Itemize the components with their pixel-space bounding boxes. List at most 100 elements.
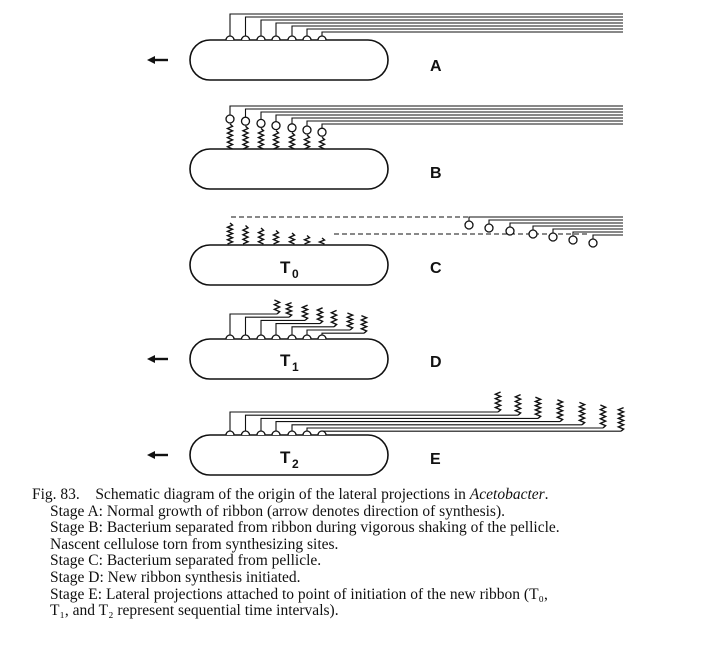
bacterium-cell-b <box>189 148 389 190</box>
new-fibril <box>260 417 538 431</box>
new-fibril <box>244 414 518 431</box>
bacterium-cell-d <box>189 338 389 380</box>
synthesizing-site <box>287 35 297 41</box>
cellulose-fibril <box>291 25 623 36</box>
cellulose-fibril <box>229 105 623 115</box>
cellulose-fibril <box>275 114 623 122</box>
cellulose-fibril <box>244 16 623 36</box>
zigzag-projection <box>317 136 327 150</box>
torn-projection <box>241 224 250 245</box>
caption-line: Stage C: Bacterium separated from pellic… <box>50 552 322 570</box>
zigzag-projection <box>533 396 543 419</box>
detached-site <box>568 235 578 245</box>
detached-fibril <box>552 228 623 233</box>
synthesizing-site <box>256 334 266 340</box>
new-fibril <box>306 427 603 431</box>
caption-line: Nascent cellulose torn from synthesizing… <box>50 535 339 553</box>
zigzag-projection <box>513 393 523 416</box>
bacterium-cell-a <box>189 39 389 81</box>
synthesizing-site <box>317 127 327 137</box>
synthesizing-site <box>225 430 235 436</box>
new-fibril <box>275 421 560 431</box>
figure-caption: Fig. 83. Schematic diagram of the origin… <box>32 486 712 620</box>
synthesizing-site <box>287 123 297 133</box>
detached-fibril <box>592 234 623 239</box>
zigzag-projection <box>256 127 266 150</box>
detached-site <box>484 223 494 233</box>
synthesizing-site <box>225 334 235 340</box>
torn-projection <box>302 234 312 245</box>
new-fibril <box>275 323 320 335</box>
detached-fibril <box>572 231 623 236</box>
arrow-head-icon <box>147 451 155 459</box>
synthesizing-site <box>302 334 312 340</box>
zigzag-projection <box>577 401 587 426</box>
caption-title: Fig. 83. Schematic diagram of the origin… <box>32 486 712 504</box>
arrow-head-icon <box>147 56 155 64</box>
cellulose-fibril <box>260 111 623 120</box>
zigzag-projection <box>315 307 325 325</box>
cellulose-fibril <box>321 123 623 129</box>
zigzag-projection <box>272 299 282 315</box>
zigzag-projection <box>284 301 294 318</box>
detached-fibril <box>488 219 623 224</box>
new-fibril <box>229 411 498 431</box>
torn-projection <box>317 237 326 245</box>
synthesizing-site <box>302 35 312 41</box>
synthesizing-site <box>240 430 251 436</box>
synthesizing-site <box>256 430 266 436</box>
zigzag-projection <box>616 406 626 432</box>
cellulose-fibril <box>275 22 623 36</box>
detached-site <box>528 229 538 239</box>
detached-site <box>548 232 558 242</box>
zigzag-projection <box>287 132 297 150</box>
zigzag-projection <box>598 404 608 429</box>
zigzag-projection <box>345 312 355 331</box>
synthesizing-site <box>271 430 281 436</box>
caption-line: Stage A: Normal growth of ribbon (arrow … <box>50 502 506 520</box>
caption-line: Stage D: New ribbon synthesis initiated. <box>50 568 301 586</box>
torn-projection <box>225 222 235 245</box>
new-fibril <box>291 326 334 335</box>
synthesizing-site <box>317 334 327 340</box>
caption-genus: Acetobacter <box>469 486 545 503</box>
synthesizing-site <box>302 125 312 135</box>
new-fibril <box>244 316 289 335</box>
synthesizing-site <box>240 35 251 41</box>
synthesizing-site <box>271 35 281 41</box>
zigzag-projection <box>329 309 339 328</box>
detached-fibril <box>532 225 623 230</box>
zigzag-projection <box>555 399 565 423</box>
zigzag-projection <box>302 134 312 150</box>
cellulose-fibril <box>229 13 623 36</box>
detached-fibril <box>509 222 623 227</box>
torn-projection <box>256 227 266 245</box>
cellulose-fibril <box>291 117 623 124</box>
bacterium-cell-e <box>189 434 389 476</box>
synthesizing-site <box>256 118 266 129</box>
zigzag-projection <box>225 123 235 150</box>
synthesizing-site <box>240 334 251 340</box>
new-fibril <box>321 332 364 335</box>
new-fibril <box>260 319 305 335</box>
synthesizing-site <box>287 430 297 436</box>
cellulose-fibril <box>244 108 623 118</box>
synthesizing-site <box>240 116 251 126</box>
synthesizing-site <box>271 334 281 340</box>
synthesizing-site <box>225 35 235 41</box>
zigzag-projection <box>493 391 503 413</box>
synthesizing-site <box>287 334 297 340</box>
caption-title-text: Schematic diagram of the origin of the l… <box>95 486 470 503</box>
torn-projection <box>271 229 281 245</box>
synthesizing-site <box>256 35 266 41</box>
synthesizing-site <box>317 35 327 41</box>
synthesizing-site <box>225 114 235 124</box>
figure-number: Fig. 83. <box>32 486 80 503</box>
torn-projection <box>287 232 297 245</box>
bacterium-cell-c <box>189 244 389 286</box>
detached-fibril <box>468 216 623 221</box>
caption-line: T₁, and T₂ represent sequential time int… <box>50 602 339 620</box>
caption-title-end: . <box>544 486 549 503</box>
zigzag-projection <box>271 130 281 150</box>
synthesizing-site <box>302 430 312 436</box>
